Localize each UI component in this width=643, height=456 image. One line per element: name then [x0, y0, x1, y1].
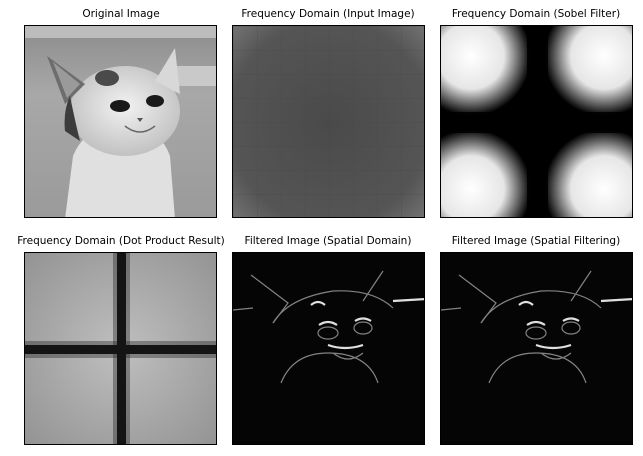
- panel-title-original: Original Image: [82, 8, 160, 20]
- panel-title-filtered-spatial-filtering: Filtered Image (Spatial Filtering): [451, 235, 621, 247]
- filtered-spatial-domain-image: [232, 252, 425, 445]
- panel-title-input-spectrum: Frequency Domain (Input Image): [241, 8, 415, 20]
- filtered-spatial-filtering-image: [440, 252, 633, 445]
- sobel-spectrum-image: [440, 25, 633, 218]
- dot-product-image: [24, 252, 217, 445]
- panel-title-sobel-spectrum: Frequency Domain (Sobel Filter): [451, 8, 621, 20]
- panel-title-filtered-spatial-domain: Filtered Image (Spatial Domain): [244, 235, 412, 247]
- original-image: [24, 25, 217, 218]
- panel-title-dot-product: Frequency Domain (Dot Product Result): [17, 235, 225, 247]
- input-spectrum-image: [232, 25, 425, 218]
